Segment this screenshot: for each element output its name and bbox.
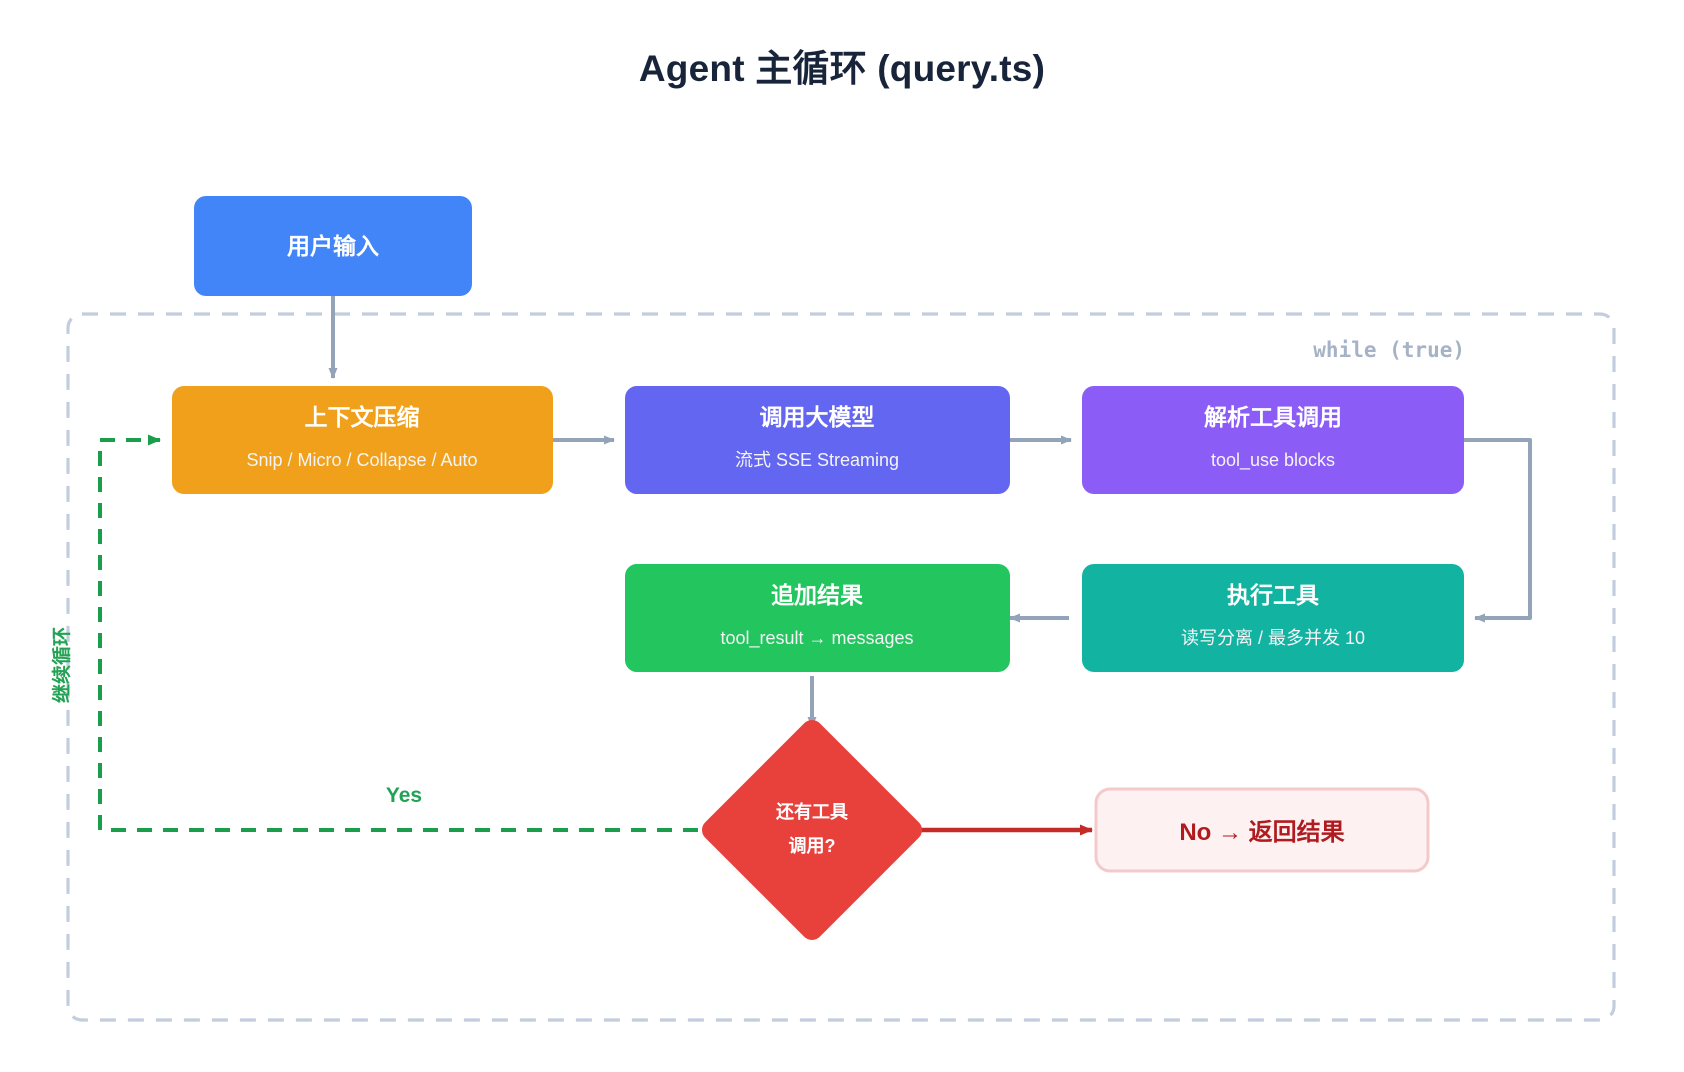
while-loop-container: while (true) [66,312,1616,1022]
node-parse-tool-calls-box[interactable] [1082,386,1464,494]
node-call-llm-box[interactable] [625,386,1010,494]
node-parse-tool-calls[interactable]: 解析工具调用 tool_use blocks [1082,386,1464,494]
edge-parse-to-execute [1464,438,1532,623]
node-return-result[interactable]: No → 返回结果 [1094,787,1430,873]
loop-container-label: while (true) [1313,338,1465,362]
node-execute-tools[interactable]: 执行工具 读写分离 / 最多并发 10 [1082,564,1464,672]
node-append-results-box[interactable] [625,564,1010,672]
node-parse-tool-calls-title: 解析工具调用 [1204,404,1342,430]
node-append-results-subtitle: tool_result → messages [720,628,913,649]
node-return-result-box[interactable] [1094,787,1430,873]
node-call-llm[interactable]: 调用大模型 流式 SSE Streaming [625,386,1010,494]
node-user-input-title: 用户输入 [287,233,379,259]
node-decision-title-line1: 还有工具 [775,801,848,822]
node-append-results[interactable]: 追加结果 tool_result → messages [625,564,1010,672]
loop-container-border [66,312,1616,1022]
node-call-llm-subtitle: 流式 SSE Streaming [735,450,899,470]
edge-label-yes: Yes [386,784,422,807]
edge-label-continue-loop: 继续循环 [50,627,73,703]
node-context-compress-title: 上下文压缩 [305,404,420,430]
node-parse-tool-calls-subtitle: tool_use blocks [1211,450,1335,471]
page-title: Agent 主循环 (query.ts) [638,48,1046,89]
node-user-input-box[interactable] [194,196,472,296]
node-decision-more-tools[interactable]: 还有工具 调用? [702,720,922,940]
node-append-results-title: 追加结果 [771,582,863,608]
edge-decision-yes-loopback [98,434,724,832]
node-execute-tools-subtitle: 读写分离 / 最多并发 10 [1181,628,1365,648]
node-call-llm-title: 调用大模型 [760,404,875,430]
node-return-result-label: No → 返回结果 [1179,819,1344,846]
node-context-compress-box[interactable] [172,386,553,494]
node-decision-title-line2: 调用? [789,836,836,856]
node-context-compress[interactable]: 上下文压缩 Snip / Micro / Collapse / Auto [172,386,553,494]
node-user-input[interactable]: 用户输入 [194,196,472,296]
node-execute-tools-title: 执行工具 [1227,582,1319,608]
node-execute-tools-box[interactable] [1082,564,1464,672]
node-context-compress-subtitle: Snip / Micro / Collapse / Auto [246,450,477,470]
node-decision-more-tools-shape[interactable] [702,720,922,940]
